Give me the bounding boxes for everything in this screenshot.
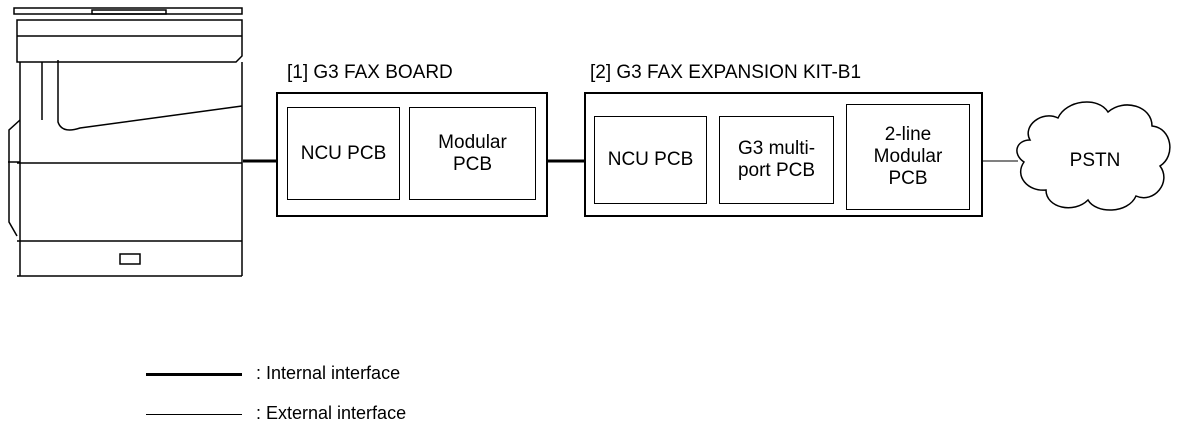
fax-board-title: [1] G3 FAX BOARD bbox=[287, 62, 453, 83]
expansion-kit-multiport-pcb: G3 multi- port PCB bbox=[719, 116, 834, 204]
expansion-kit-ncu-pcb: NCU PCB bbox=[594, 116, 707, 204]
expansion-kit-title: [2] G3 FAX EXPANSION KIT-B1 bbox=[590, 62, 862, 83]
fax-board-ncu-pcb: NCU PCB bbox=[287, 107, 400, 200]
legend-internal-line bbox=[146, 373, 242, 376]
copier-machine-illustration bbox=[8, 7, 243, 277]
legend-external-line bbox=[146, 414, 242, 415]
fax-board-modular-pcb: Modular PCB bbox=[409, 107, 536, 200]
expansion-kit-2line-modular-pcb: 2-line Modular PCB bbox=[846, 104, 970, 210]
pstn-label: PSTN bbox=[1069, 150, 1121, 171]
legend-internal-label: : Internal interface bbox=[256, 363, 401, 383]
legend-external-label: : External interface bbox=[256, 403, 407, 423]
